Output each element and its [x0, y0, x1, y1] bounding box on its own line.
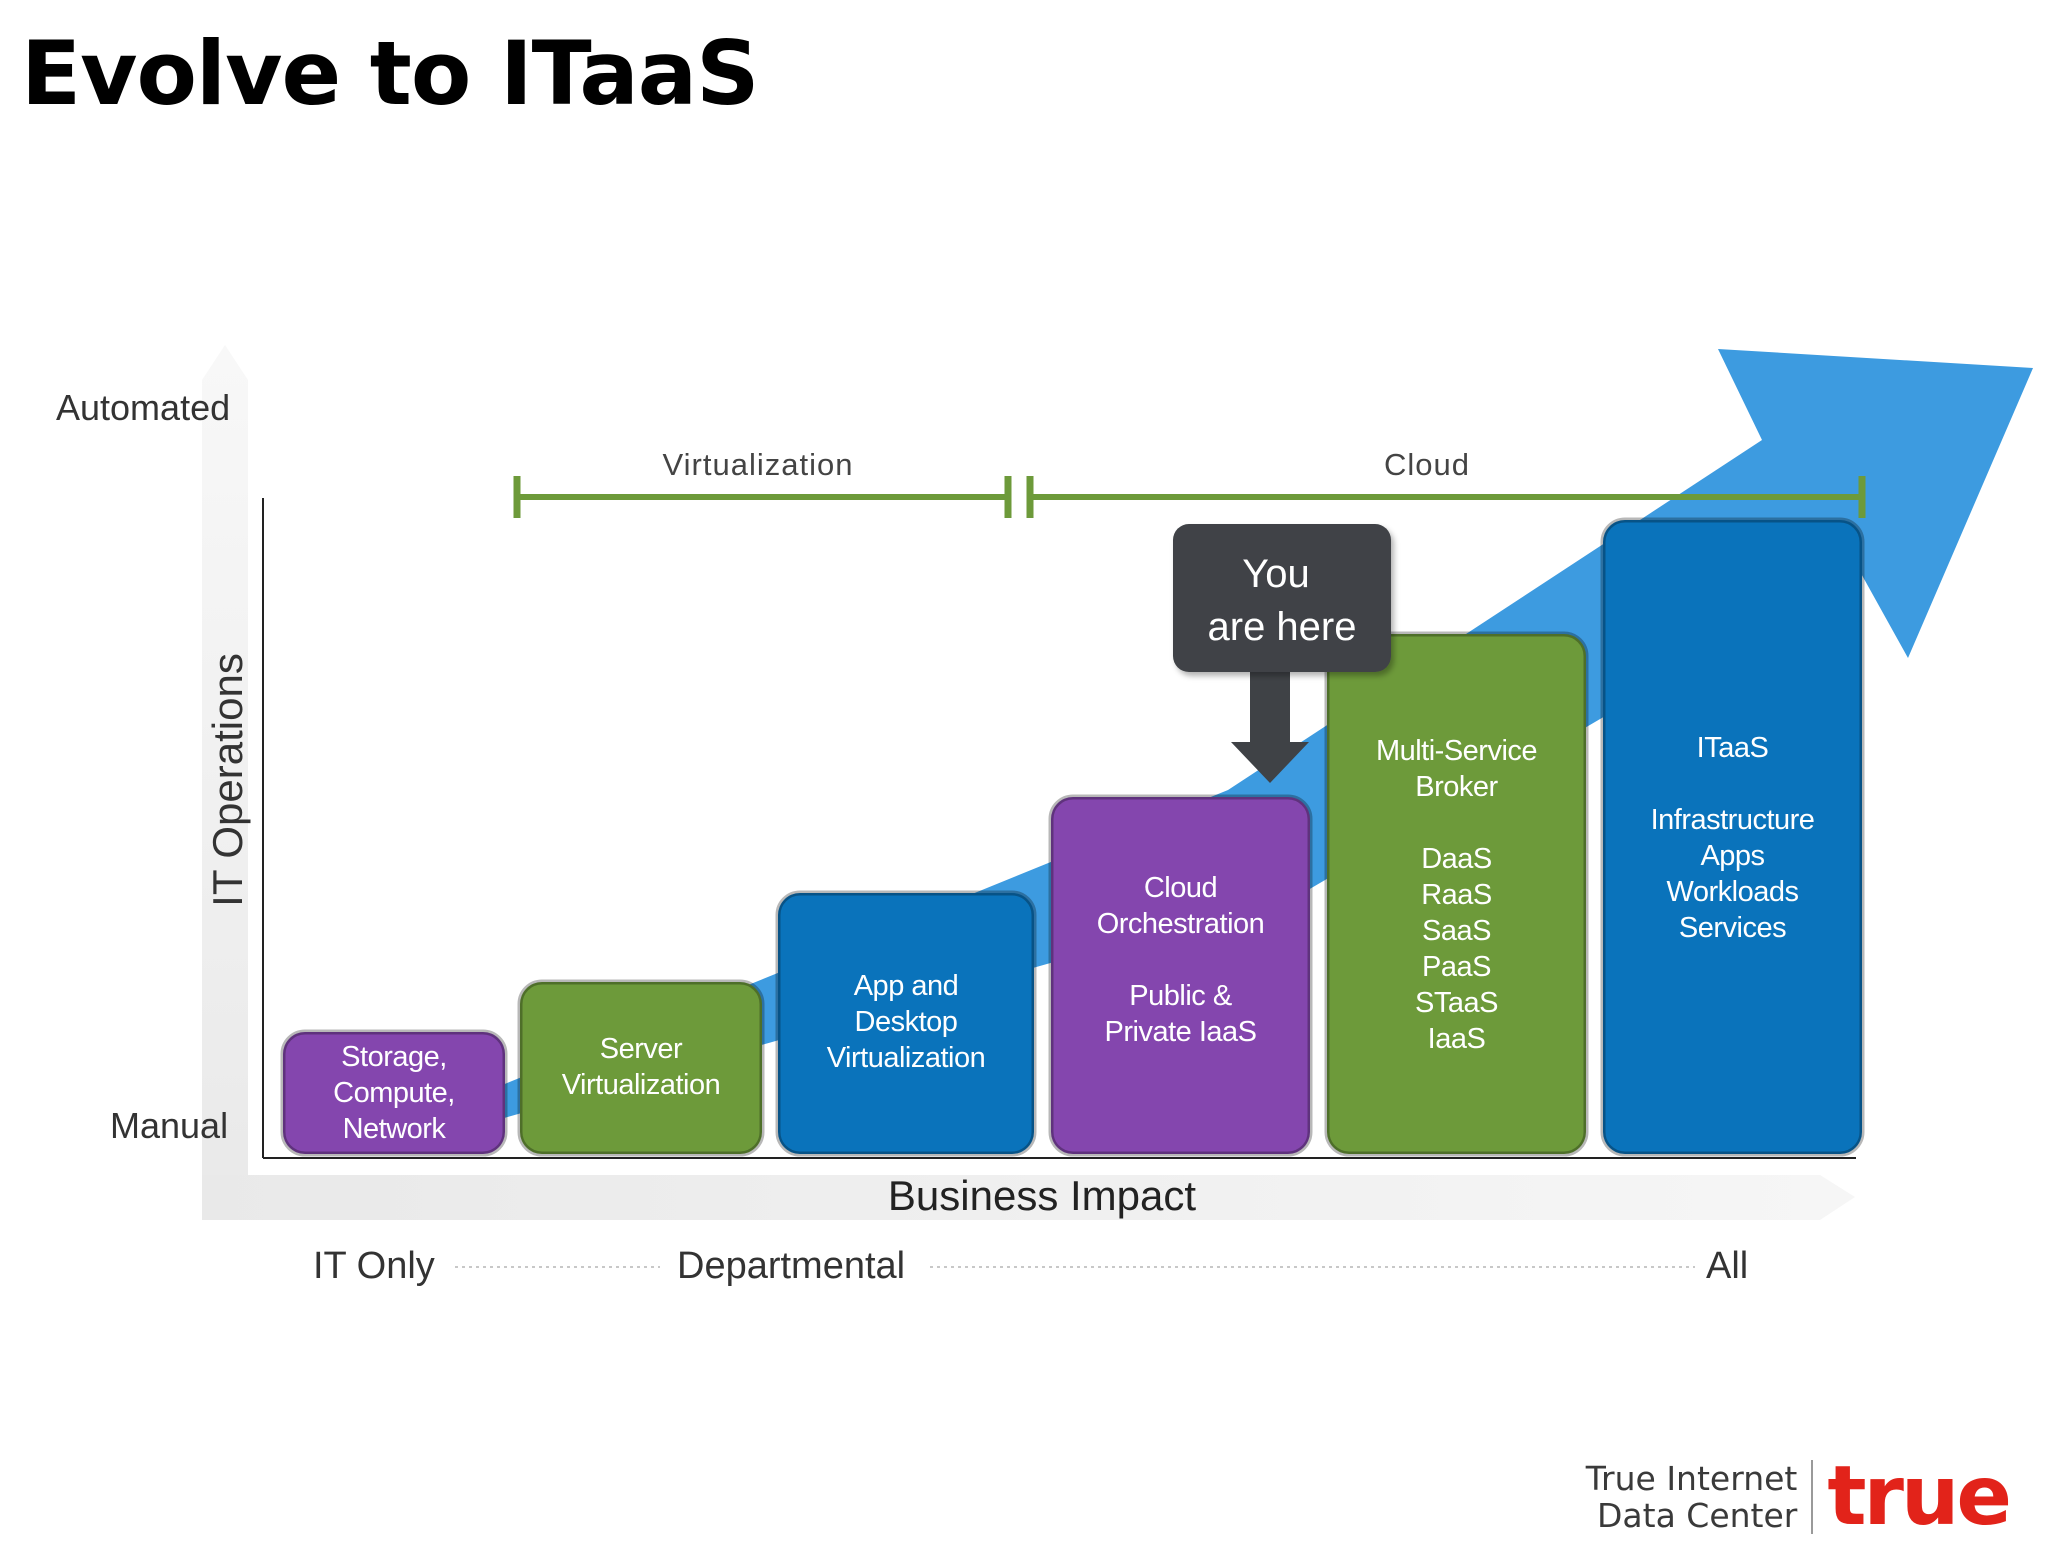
callout-down-arrow [1231, 672, 1309, 783]
step-text-line: PaaS [1422, 951, 1491, 983]
brand-separator [1811, 1460, 1814, 1534]
step-text-line: App and [854, 970, 959, 1002]
step-text-line: Apps [1700, 840, 1764, 872]
y-axis-top-label: Automated [56, 387, 230, 428]
step-text-line: Orchestration [1097, 908, 1265, 940]
step-text-line: Desktop [855, 1006, 958, 1038]
step-text-line: DaaS [1421, 843, 1492, 875]
step-text-line: SaaS [1422, 915, 1491, 947]
step-text-line: Virtualization [827, 1042, 986, 1074]
step-text-line: Server [600, 1033, 683, 1065]
step-text-line: Storage, [341, 1041, 447, 1073]
step-text-line: Compute, [333, 1077, 455, 1109]
brand-name: True Internet Data Center [1586, 1460, 1798, 1534]
step-box [775, 890, 1037, 1157]
step-text-line: Services [1679, 912, 1786, 944]
step-text-line: RaaS [1421, 879, 1492, 911]
phase-virtualization: Virtualization [513, 447, 1012, 518]
steps: Storage,Compute,NetworkServerVirtualizat… [280, 517, 1865, 1157]
true-logo: true [1827, 1449, 2012, 1544]
step-text-line: Private IaaS [1105, 1016, 1257, 1048]
step-text-line: Broker [1415, 771, 1498, 803]
step-text-line: ITaaS [1697, 732, 1769, 764]
x-scale-tick-it-only: IT Only [313, 1245, 435, 1287]
phase-cloud: Cloud [1026, 447, 1866, 518]
step-box [280, 1029, 508, 1157]
step-box [517, 979, 765, 1157]
x-scale-tick-departmental: Departmental [677, 1245, 905, 1287]
step-text-line: IaaS [1428, 1023, 1486, 1055]
step-text-line: Network [343, 1113, 447, 1145]
callout-box [1173, 524, 1391, 672]
y-axis-bottom-label: Manual [110, 1105, 228, 1146]
y-axis-label: IT Operations [204, 653, 251, 907]
step-text-line: Workloads [1667, 876, 1799, 908]
callout-line-1: You [1242, 552, 1310, 596]
step-text-line: Virtualization [562, 1069, 721, 1101]
brand-footer: True Internet Data Center true [1586, 1449, 2012, 1544]
brand-name-line-1: True Internet [1585, 1459, 1798, 1498]
step-text-line: Multi-Service [1376, 735, 1537, 767]
phase-label-cloud: Cloud [1384, 447, 1470, 482]
step-box [1600, 517, 1865, 1157]
step-text-line: Infrastructure [1651, 804, 1815, 836]
step-text-line: Cloud [1144, 872, 1217, 904]
step-box [1048, 794, 1313, 1157]
callout-line-2: are here [1208, 605, 1357, 649]
page-title: Evolve to ITaaS [21, 22, 760, 125]
y-axis-background-arrow [202, 345, 248, 1220]
x-axis-background-arrow [202, 1175, 1855, 1220]
phase-label-virtualization: Virtualization [663, 447, 854, 482]
x-scale-tick-all: All [1706, 1245, 1748, 1287]
step-text-line: Public & [1129, 980, 1232, 1012]
brand-name-line-2: Data Center [1597, 1496, 1798, 1535]
step-text-line: STaaS [1415, 987, 1498, 1019]
step-box [1324, 631, 1589, 1157]
you-are-here-callout: You are here [1173, 524, 1391, 783]
x-axis-label: Business Impact [888, 1172, 1196, 1219]
step-1: Storage, Compute, Network [280, 1029, 508, 1157]
